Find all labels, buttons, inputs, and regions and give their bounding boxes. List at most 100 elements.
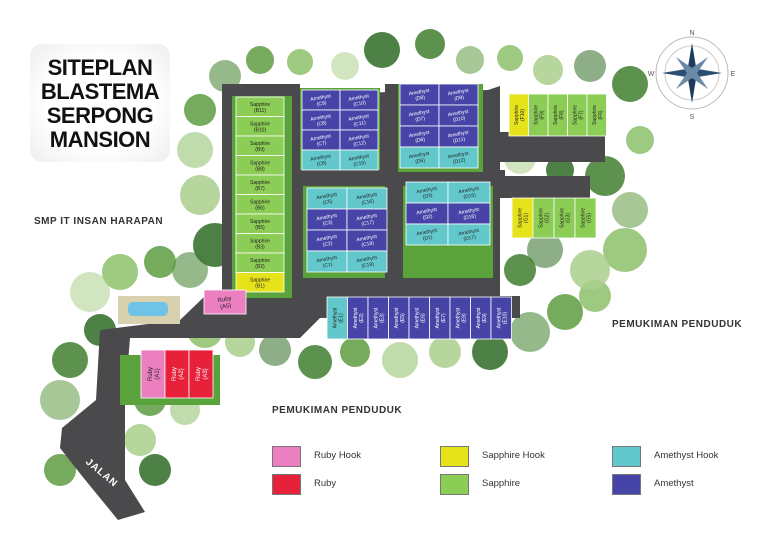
lot-b9: Sapphire(B9)	[235, 135, 285, 156]
title-line-3: SERPONG	[46, 103, 154, 128]
lot-code: (D3)	[422, 193, 433, 201]
title-line-4: MANSION	[49, 127, 151, 152]
lot-name: Amethyst	[447, 109, 469, 119]
lot-label: Amethyst(E10)	[496, 307, 508, 328]
lot-label: Amethyst(D8)	[408, 88, 431, 104]
lot-name: Sapphire	[250, 258, 270, 264]
lot-b7: Sapphire(B7)	[235, 174, 285, 195]
tree-icon	[180, 175, 220, 215]
lot-d2: Amethyst(D2)	[405, 202, 449, 225]
lot-code: (C5)	[322, 199, 333, 207]
lot-label: Sapphire(B9)	[250, 141, 270, 153]
lot-shape	[447, 223, 491, 246]
lot-name: Sapphire	[250, 219, 270, 225]
lot-code: (C7)	[316, 140, 327, 148]
lot-g1: Sapphire(G1)	[511, 197, 534, 239]
tree-icon	[102, 254, 138, 290]
lot-name: Sapphire	[250, 141, 270, 147]
lot-a5: Ruby(A5)	[203, 289, 247, 315]
lot-name: Amethyst	[447, 130, 469, 140]
lot-f10: Sapphire(F10)	[508, 93, 529, 137]
lot-name: Sapphire	[250, 121, 270, 127]
lot-label: Amethyst(D10)	[447, 109, 470, 125]
lot-name: Amethyst	[348, 153, 370, 163]
lot-name: Sapphire	[572, 105, 578, 125]
lot-name: Amethyst	[416, 228, 438, 238]
lot-label: Sapphire(F6)	[592, 105, 604, 125]
lot-e1: Amethyst(E1)	[326, 296, 348, 340]
lot-shape	[140, 349, 166, 399]
lot-code: (B2)	[255, 264, 265, 270]
lot-name: Amethyst	[447, 88, 469, 98]
tree-icon	[612, 66, 648, 102]
lot-code: (D7)	[415, 116, 426, 124]
lot-label: Amethyst(C8)	[310, 113, 333, 129]
tree-icon	[497, 45, 523, 71]
lot-f7: Sapphire(F7)	[567, 93, 588, 137]
lot-name: Amethyst	[447, 151, 469, 161]
lot-d6: Amethyst(D6)	[399, 125, 440, 148]
lot-shape	[235, 272, 285, 293]
lot-label: Amethyst(D15)	[458, 186, 481, 202]
pool-water	[128, 302, 168, 316]
lot-name: Amethyst	[356, 234, 378, 244]
lot-label: Amethyst(D9)	[447, 88, 470, 104]
lot-name: Amethyst	[394, 307, 400, 328]
lot-shape	[586, 93, 607, 137]
lot-code: (E10)	[502, 312, 508, 325]
legend-swatch	[612, 446, 641, 467]
tree-icon	[504, 254, 536, 286]
lot-code: (D17)	[463, 234, 477, 242]
lot-code: (D5)	[415, 158, 426, 166]
lot-code: (E1)	[338, 313, 344, 323]
lot-code: (C1)	[322, 262, 333, 270]
lot-code: (G5)	[587, 213, 593, 223]
lot-shape	[203, 289, 247, 315]
lot-code: (A3)	[203, 368, 209, 379]
lot-name: Amethyst	[316, 255, 338, 265]
settlement-right-label: PEMUKIMAN PENDUDUK	[612, 319, 743, 330]
pool	[118, 296, 180, 324]
lot-name: Sapphire	[514, 105, 520, 125]
lot-label: Amethyst(D2)	[416, 207, 439, 223]
lot-label: Sapphire(B2)	[250, 258, 270, 270]
lot-code: (F10)	[520, 109, 526, 121]
tree-icon	[415, 29, 445, 59]
lot-b3: Sapphire(B3)	[235, 233, 285, 254]
lot-g5: Sapphire(G5)	[574, 197, 597, 239]
lot-label: Amethyst(C11)	[348, 113, 371, 129]
lot-name: Sapphire	[250, 199, 270, 205]
lot-d12: Amethyst(D12)	[438, 146, 479, 169]
tree-icon	[429, 336, 461, 368]
compass-rose: N E S W	[648, 30, 736, 121]
lot-code: (C17)	[361, 219, 375, 227]
lot-label: Amethyst(C17)	[356, 213, 379, 229]
lot-name: Sapphire	[533, 105, 539, 125]
lot-name: Ruby	[148, 367, 154, 381]
tree-icon	[246, 46, 274, 74]
lot-code: (E5)	[400, 313, 406, 323]
road-segment-east	[495, 132, 605, 162]
lot-shape	[164, 349, 190, 399]
lot-label: Amethyst(E6)	[414, 307, 426, 328]
legend-label: Ruby Hook	[314, 450, 361, 461]
lot-shape	[490, 296, 512, 340]
lot-label: Amethyst(C9)	[310, 93, 333, 109]
lot-name: Amethyst	[496, 307, 502, 328]
lot-code: (C10)	[353, 100, 367, 108]
lot-name: Amethyst	[348, 93, 370, 103]
lot-code: (A5)	[220, 303, 232, 311]
lot-f9: Sapphire(F9)	[528, 93, 549, 137]
lot-name: Sapphire	[250, 277, 270, 283]
tree-icon	[570, 250, 610, 290]
lot-label: Amethyst(D12)	[447, 151, 470, 167]
road-segment-east-lower	[495, 176, 590, 198]
school-label: SMP IT INSAN HARAPAN	[34, 216, 164, 227]
lot-code: (B5)	[255, 225, 265, 231]
lot-code: (E3)	[379, 313, 385, 323]
lot-code: (B1)	[255, 283, 265, 289]
lot-name: Sapphire	[518, 208, 524, 228]
lot-e6: Amethyst(E6)	[408, 296, 430, 340]
lot-layer: Sapphire(B11)Sapphire(B10)Sapphire(B9)Sa…	[140, 83, 607, 399]
lot-label: Amethyst(E1)	[332, 307, 344, 328]
